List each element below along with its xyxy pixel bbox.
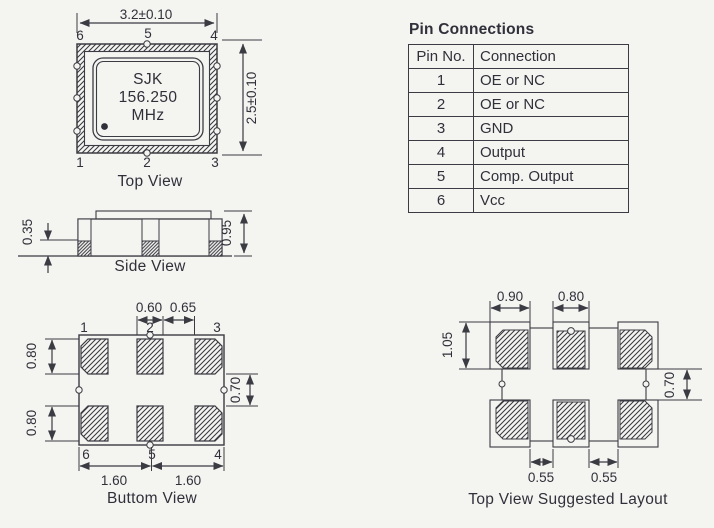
- side-view-label: Side View: [114, 258, 186, 275]
- layout-pad-gap-dimensions: 0.55 0.55: [528, 449, 619, 485]
- marking-line-unit: MHz: [131, 107, 164, 124]
- pin-no-cell: 1: [408, 68, 474, 93]
- layout-land-width-dimensions: 0.90 0.80: [489, 289, 590, 322]
- dim-body-height-label: 0.95: [219, 220, 234, 246]
- land-pad-4: [619, 400, 653, 440]
- top-view-width-dimension: 3.2±0.10: [76, 7, 218, 33]
- pin-number: 5: [144, 26, 152, 41]
- table-header-row: Pin No. Connection: [408, 44, 629, 69]
- land-pad-6: [495, 400, 529, 440]
- dim-half-width-left-label: 1.60: [101, 473, 127, 488]
- top-view-castellation-notches: [73, 40, 221, 157]
- dim-row-height-bottom-label: 0.80: [24, 410, 39, 436]
- connection-cell: Vcc: [473, 188, 629, 213]
- table-row: 5 Comp. Output: [408, 164, 629, 189]
- bottom-view-label: Buttom View: [107, 490, 198, 507]
- dim-center-land-width-label: 0.80: [558, 289, 584, 304]
- side-view: 0.35 0.95 Side View: [18, 210, 252, 275]
- layout-land-height-dimension: 1.05: [440, 321, 492, 370]
- top-view-height-dimension: 2.5±0.10: [222, 39, 262, 156]
- pin-number: 3: [211, 155, 219, 170]
- connection-cell: Output: [473, 140, 629, 165]
- pin-no-cell: 4: [408, 140, 474, 165]
- side-view-pads: [77, 218, 223, 257]
- layout-notches: [498, 327, 650, 443]
- dim-corner-land-width-label: 0.90: [497, 289, 523, 304]
- marking-line-brand: SJK: [133, 71, 163, 88]
- connection-cell: Comp. Output: [473, 164, 629, 189]
- top-view-pin-numbers: 6 5 4 1 2 3: [76, 26, 219, 170]
- part-marking: SJK 156.250 MHz: [101, 71, 177, 130]
- pin-number: 4: [214, 447, 222, 462]
- pin-number: 3: [213, 320, 221, 335]
- side-view-body-height-dimension: 0.95: [219, 210, 252, 257]
- bottom-view-pad-width-dimensions: 0.60 0.65: [136, 300, 196, 336]
- dim-pad-gap-right-label: 0.55: [591, 470, 617, 485]
- dim-pad-gap-label: 0.65: [170, 300, 196, 315]
- top-view-label: Top View: [117, 173, 183, 190]
- dim-layout-row-gap-label: 0.70: [662, 372, 677, 398]
- header-pin-no: Pin No.: [408, 44, 474, 69]
- layout-view-label: Top View Suggested Layout: [468, 491, 668, 508]
- pin-no-cell: 5: [408, 164, 474, 189]
- pad-3: [194, 338, 223, 375]
- dim-land-height-label: 1.05: [440, 332, 455, 358]
- layout-pads: [495, 329, 653, 440]
- pin-connections-table: Pin No. Connection 1 OE or NC 2 OE or NC…: [408, 44, 629, 213]
- header-connection: Connection: [473, 44, 629, 69]
- layout-row-gap-dimension: 0.70: [648, 368, 702, 401]
- bottom-view-pads: [80, 338, 223, 442]
- suggested-layout-view: 0.90 0.80 1.05 0.70 0.55 0.55 Top View S…: [440, 289, 702, 508]
- pin-no-cell: 2: [408, 92, 474, 117]
- pin-number: 6: [82, 447, 90, 462]
- connection-cell: GND: [473, 116, 629, 141]
- dim-pad-width-label: 0.60: [136, 300, 162, 315]
- pad-6: [80, 405, 109, 442]
- top-view-lid-inner: [95, 60, 201, 138]
- table-row: 3 GND: [408, 116, 629, 141]
- land-pad-3: [619, 329, 653, 369]
- top-view: 3.2±0.10 SJK 156.250 MHz 6 5: [73, 7, 262, 190]
- bottom-view-row-height-dimensions: 0.80 0.80: [24, 338, 79, 442]
- table-row: 4 Output: [408, 140, 629, 165]
- table-row: 6 Vcc: [408, 188, 629, 213]
- pin-no-cell: 6: [408, 188, 474, 213]
- dim-height-label: 2.5±0.10: [244, 72, 259, 124]
- table-row: 1 OE or NC: [408, 68, 629, 93]
- side-view-pad-height-dimension: 0.35: [20, 219, 78, 273]
- dim-row-gap-label: 0.70: [228, 377, 243, 403]
- pin-number: 1: [76, 155, 84, 170]
- dim-pad-height-label: 0.35: [20, 219, 35, 245]
- bottom-view-castellation-notches: [75, 331, 228, 449]
- pin-number: 2: [143, 155, 151, 170]
- pin-connections-title: Pin Connections: [409, 21, 535, 38]
- dim-row-height-top-label: 0.80: [24, 343, 39, 369]
- side-view-lid: [95, 210, 212, 220]
- pad-2: [136, 338, 164, 375]
- connection-cell: OE or NC: [473, 68, 629, 93]
- marking-line-frequency: 156.250: [119, 89, 178, 106]
- pin-number: 4: [210, 28, 218, 43]
- pad-4: [194, 405, 223, 442]
- pad-1: [80, 338, 109, 375]
- bottom-view: 0.60 0.65 1 2 3 6 5 4: [24, 300, 258, 507]
- connection-cell: OE or NC: [473, 92, 629, 117]
- bottom-view-row-gap-dimension: 0.70: [226, 373, 258, 407]
- pin1-index-dot: [101, 123, 108, 130]
- land-pad-1: [495, 329, 529, 369]
- dim-width-label: 3.2±0.10: [120, 7, 172, 22]
- bottom-view-half-width-dimensions: 1.60 1.60: [78, 447, 225, 488]
- dim-pad-gap-left-label: 0.55: [528, 470, 554, 485]
- pin-number: 1: [80, 320, 88, 335]
- table-row: 2 OE or NC: [408, 92, 629, 117]
- dim-half-width-right-label: 1.60: [175, 473, 201, 488]
- pin-number: 2: [146, 320, 154, 335]
- land-pad-2: [556, 330, 586, 369]
- pin-number: 6: [76, 28, 84, 43]
- pad-5: [136, 405, 164, 442]
- pin-no-cell: 3: [408, 116, 474, 141]
- top-view-lid-outer: [92, 57, 204, 141]
- land-pad-5: [556, 401, 586, 440]
